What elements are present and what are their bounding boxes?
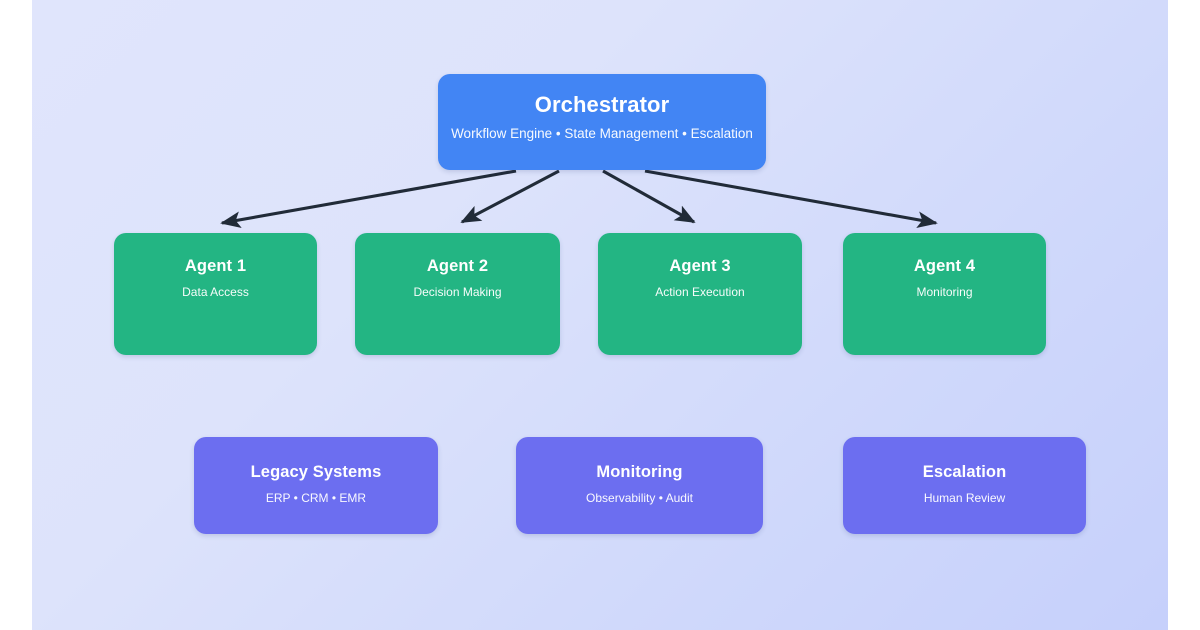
- agent-1-title: Agent 1: [184, 257, 247, 275]
- node-agent-3[interactable]: Agent 3 Action Execution: [598, 233, 802, 355]
- orchestrator-title: Orchestrator: [534, 92, 670, 117]
- node-monitoring[interactable]: Monitoring Observability • Audit: [516, 437, 763, 534]
- node-legacy-systems[interactable]: Legacy Systems ERP • CRM • EMR: [194, 437, 438, 534]
- agent-4-subtitle: Monitoring: [916, 285, 973, 300]
- node-agent-2[interactable]: Agent 2 Decision Making: [355, 233, 560, 355]
- node-agent-1[interactable]: Agent 1 Data Access: [114, 233, 317, 355]
- node-escalation[interactable]: Escalation Human Review: [843, 437, 1086, 534]
- agent-2-title: Agent 2: [426, 257, 489, 275]
- escalation-subtitle: Human Review: [923, 491, 1006, 506]
- orchestrator-subtitle: Workflow Engine • State Management • Esc…: [451, 126, 753, 142]
- agent-2-subtitle: Decision Making: [413, 285, 502, 300]
- legacy-systems-title: Legacy Systems: [250, 463, 382, 481]
- agent-4-title: Agent 4: [913, 257, 976, 275]
- node-agent-4[interactable]: Agent 4 Monitoring: [843, 233, 1046, 355]
- agent-1-subtitle: Data Access: [182, 285, 249, 300]
- agent-3-title: Agent 3: [669, 257, 731, 275]
- monitoring-title: Monitoring: [596, 463, 683, 481]
- legacy-systems-subtitle: ERP • CRM • EMR: [265, 491, 367, 506]
- node-orchestrator[interactable]: Orchestrator Workflow Engine • State Man…: [438, 74, 766, 170]
- agent-3-subtitle: Action Execution: [655, 285, 745, 300]
- monitoring-subtitle: Observability • Audit: [586, 491, 693, 506]
- escalation-title: Escalation: [922, 463, 1007, 481]
